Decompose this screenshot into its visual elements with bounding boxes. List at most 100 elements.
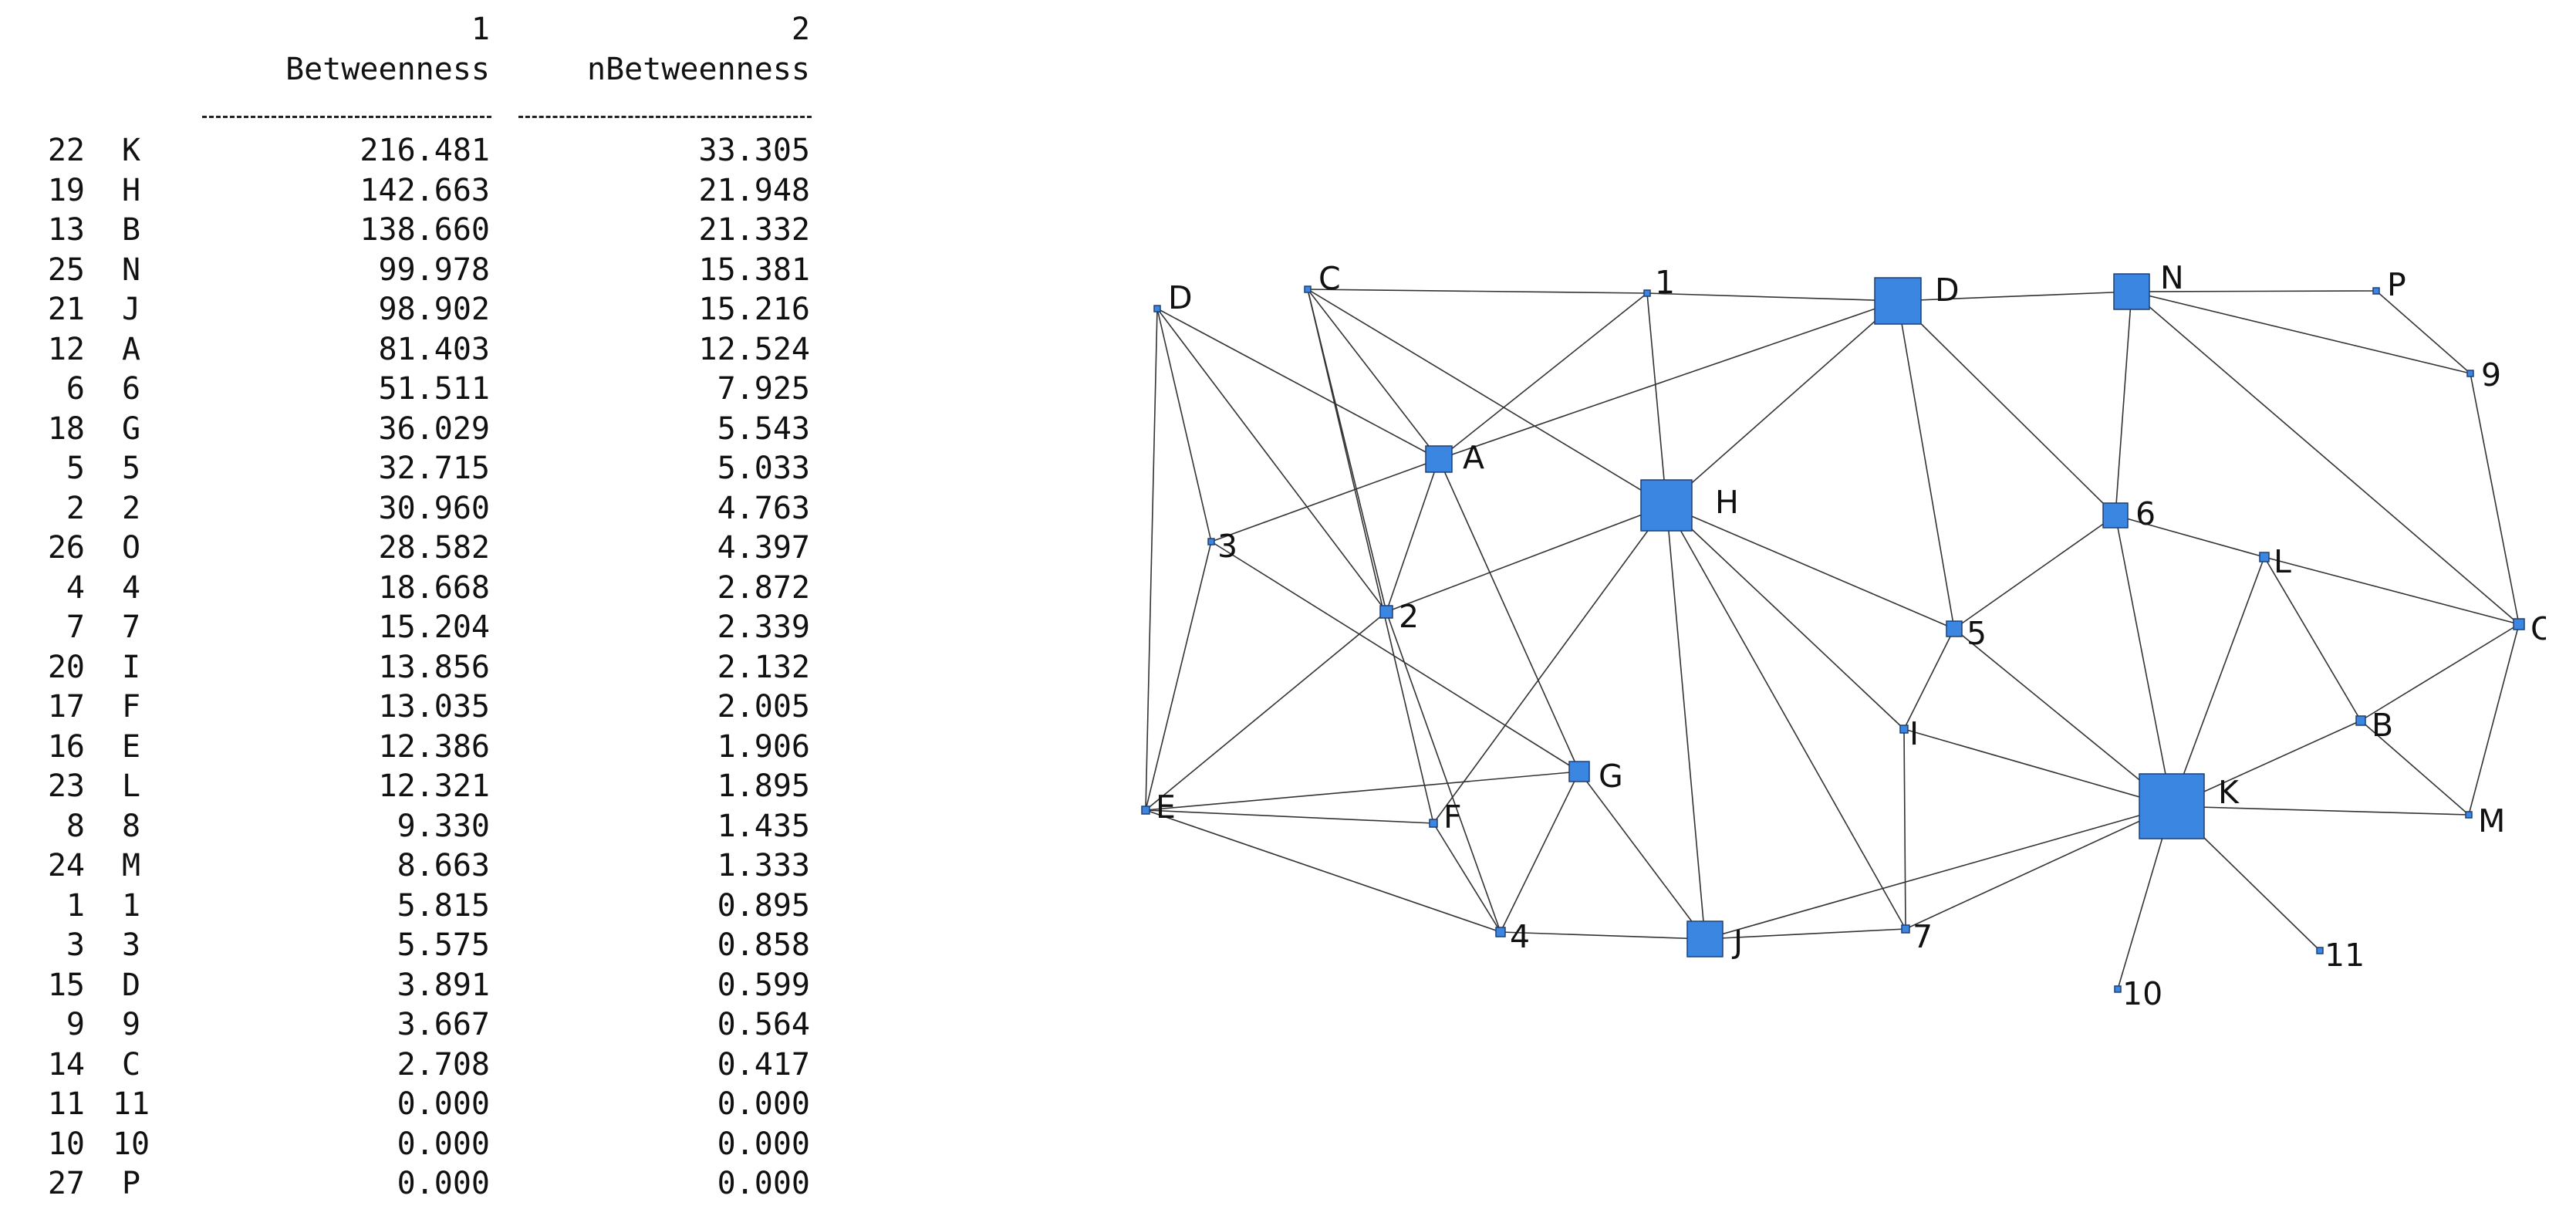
- row-nbetweenness: 0.417: [717, 1046, 810, 1082]
- row-index: 14: [47, 1046, 85, 1082]
- row-betweenness: 138.660: [360, 212, 490, 248]
- row-index: 13: [47, 212, 85, 248]
- node-label-O: O: [2530, 610, 2546, 647]
- node-F: [1429, 819, 1438, 828]
- row-nbetweenness: 1.435: [717, 808, 810, 844]
- row-betweenness: 13.035: [378, 689, 491, 724]
- edge-9-O: [2470, 373, 2520, 625]
- row-nbetweenness: 1.333: [717, 848, 810, 883]
- row-nbetweenness: 1.906: [717, 728, 810, 765]
- edge-H-I: [1666, 505, 1905, 730]
- edge-E-F: [1145, 809, 1434, 824]
- edge-H-2: [1386, 505, 1667, 613]
- edge-D_left-E: [1145, 308, 1158, 811]
- row-index: 17: [47, 689, 85, 724]
- node-label-G: G: [1599, 758, 1623, 795]
- row-betweenness: 12.386: [378, 728, 491, 765]
- row-label: J: [121, 292, 141, 327]
- row-betweenness: 99.978: [378, 252, 491, 288]
- row-label: 8: [121, 808, 141, 844]
- edge-1-D_top: [1646, 292, 1899, 302]
- edge-B-M: [2360, 720, 2470, 816]
- row-nbetweenness: 0.858: [717, 927, 810, 963]
- edge-J-7: [1704, 928, 1906, 940]
- node-label-M: M: [2478, 802, 2505, 839]
- row-label: F: [121, 689, 141, 724]
- row-index: 8: [66, 808, 85, 844]
- row-betweenness: 18.668: [378, 569, 491, 606]
- node-K: [2139, 773, 2205, 839]
- edge-D_left-3: [1156, 308, 1212, 542]
- edge-O-M: [2468, 623, 2520, 816]
- edge-I-K: [1903, 728, 2173, 807]
- node-label-3: 3: [1217, 528, 1237, 565]
- node-G: [1568, 761, 1590, 782]
- edge-E-4: [1145, 809, 1501, 933]
- node-5: [1946, 620, 1963, 637]
- node-label-A: A: [1463, 439, 1484, 476]
- node-6: [2102, 502, 2129, 529]
- node-A: [1425, 445, 1453, 473]
- row-betweenness: 8.663: [397, 848, 490, 883]
- node-label-7: 7: [1913, 918, 1933, 955]
- row-betweenness: 216.481: [360, 133, 490, 168]
- node-9: [2466, 370, 2474, 377]
- edge-H-5: [1666, 505, 1955, 630]
- edge-2-4: [1386, 611, 1501, 933]
- col2-number: 2: [791, 12, 810, 47]
- row-index: 4: [66, 569, 85, 606]
- row-index: 16: [47, 728, 85, 765]
- node-1: [1643, 289, 1651, 297]
- node-N: [2113, 273, 2150, 310]
- edge-6-L: [2115, 515, 2265, 558]
- node-B: [2355, 715, 2366, 726]
- node-label-11: 11: [2324, 937, 2365, 974]
- row-index: 11: [47, 1086, 85, 1122]
- network-edges: [1145, 289, 2520, 990]
- row-betweenness: 15.204: [378, 610, 491, 645]
- edge-L-O: [2264, 556, 2520, 625]
- node-label-9: 9: [2481, 356, 2501, 393]
- edge-6-K: [2115, 515, 2173, 807]
- row-nbetweenness: 21.948: [698, 172, 811, 208]
- node-label-H: H: [1715, 484, 1739, 521]
- row-index: 21: [47, 292, 85, 327]
- row-label: D: [121, 967, 141, 1003]
- edge-5-I: [1903, 628, 1955, 730]
- edge-N-9: [2131, 291, 2471, 374]
- row-label: I: [121, 649, 141, 685]
- col2-header-rule: [518, 116, 812, 118]
- row-label: 2: [121, 490, 141, 526]
- row-index: 23: [47, 768, 85, 804]
- edge-H-7: [1666, 505, 1906, 930]
- node-label-C: C: [1318, 260, 1341, 297]
- node-label-5: 5: [1967, 615, 1987, 652]
- edge-O-B: [2360, 623, 2520, 721]
- row-nbetweenness: 0.000: [717, 1126, 810, 1162]
- row-betweenness: 32.715: [378, 451, 491, 486]
- row-betweenness: 9.330: [397, 808, 490, 844]
- node-label-F: F: [1443, 799, 1462, 836]
- row-nbetweenness: 0.000: [717, 1086, 810, 1122]
- row-nbetweenness: 2.005: [717, 689, 810, 724]
- edge-E-G: [1145, 771, 1580, 811]
- edge-A-3: [1210, 458, 1440, 542]
- node-label-N: N: [2160, 259, 2184, 296]
- col1-header-rule: [202, 116, 491, 118]
